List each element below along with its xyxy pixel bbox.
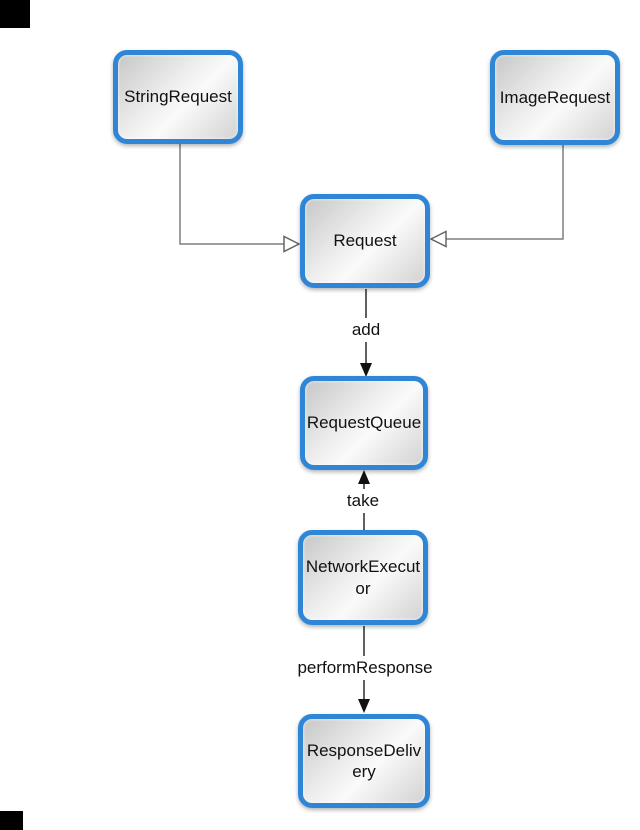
node-request: Request — [300, 194, 430, 288]
node-stringrequest: StringRequest — [113, 50, 243, 144]
arrow-stringrequest-to-request — [179, 144, 301, 253]
arrow-imagerequest-to-request — [429, 145, 564, 248]
filled-arrowhead-down-add — [360, 363, 372, 377]
node-imagerequest: ImageRequest — [490, 50, 620, 145]
filled-arrowhead-up-take — [358, 470, 370, 484]
inheritance-line-right — [446, 145, 564, 240]
node-networkexecutor: NetworkExecut or — [298, 530, 428, 625]
filled-arrowhead-down-performresponse — [358, 699, 370, 713]
open-triangle-arrowhead-left — [283, 235, 301, 253]
open-triangle-arrowhead-right — [429, 230, 447, 248]
node-responsedelivery: ResponseDeliv ery — [298, 714, 430, 808]
edge-label-add: add — [336, 318, 396, 342]
inheritance-line-left — [179, 144, 284, 245]
node-requestqueue: RequestQueue — [300, 376, 428, 470]
edge-label-take: take — [333, 489, 393, 513]
corner-mark-top-left — [0, 0, 30, 28]
corner-mark-bottom-left — [0, 811, 23, 830]
edge-label-performresponse: performResponse — [290, 656, 440, 680]
